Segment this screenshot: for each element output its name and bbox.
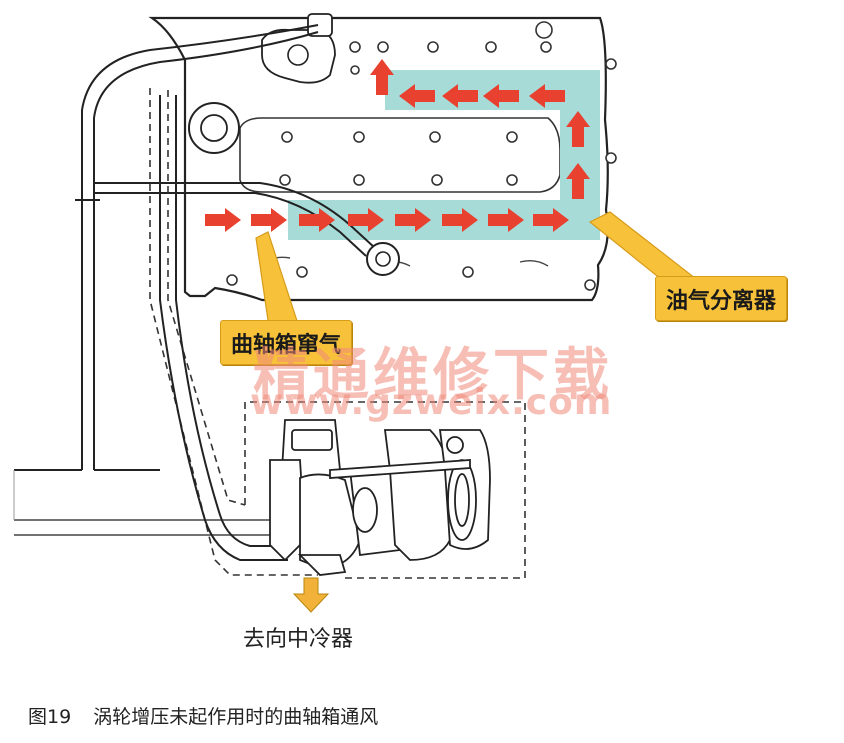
caption-text: 涡轮增压未起作用时的曲轴箱通风 — [93, 706, 379, 728]
pcv-hose — [94, 182, 376, 249]
to-intercooler-label: 去向中冷器 — [243, 627, 354, 652]
bolt-holes — [226, 41, 617, 291]
oil-return-hose — [159, 95, 288, 561]
watermark-url: www.gzweix.com — [250, 382, 613, 423]
breather-hose — [81, 24, 319, 470]
crankcase-blowby-label: 曲轴箱窜气 — [220, 320, 353, 365]
watermark-chinese: 精通维修下载 — [253, 343, 613, 408]
intercooler-arrow — [292, 577, 330, 613]
figure-number: 图19 — [28, 706, 72, 728]
turbocharger — [269, 419, 491, 576]
dashed-return-line — [149, 88, 318, 576]
figure-caption: 图19 涡轮增压未起作用时的曲轴箱通风 — [28, 702, 378, 729]
oil-separator-label: 油气分离器 — [655, 276, 788, 321]
